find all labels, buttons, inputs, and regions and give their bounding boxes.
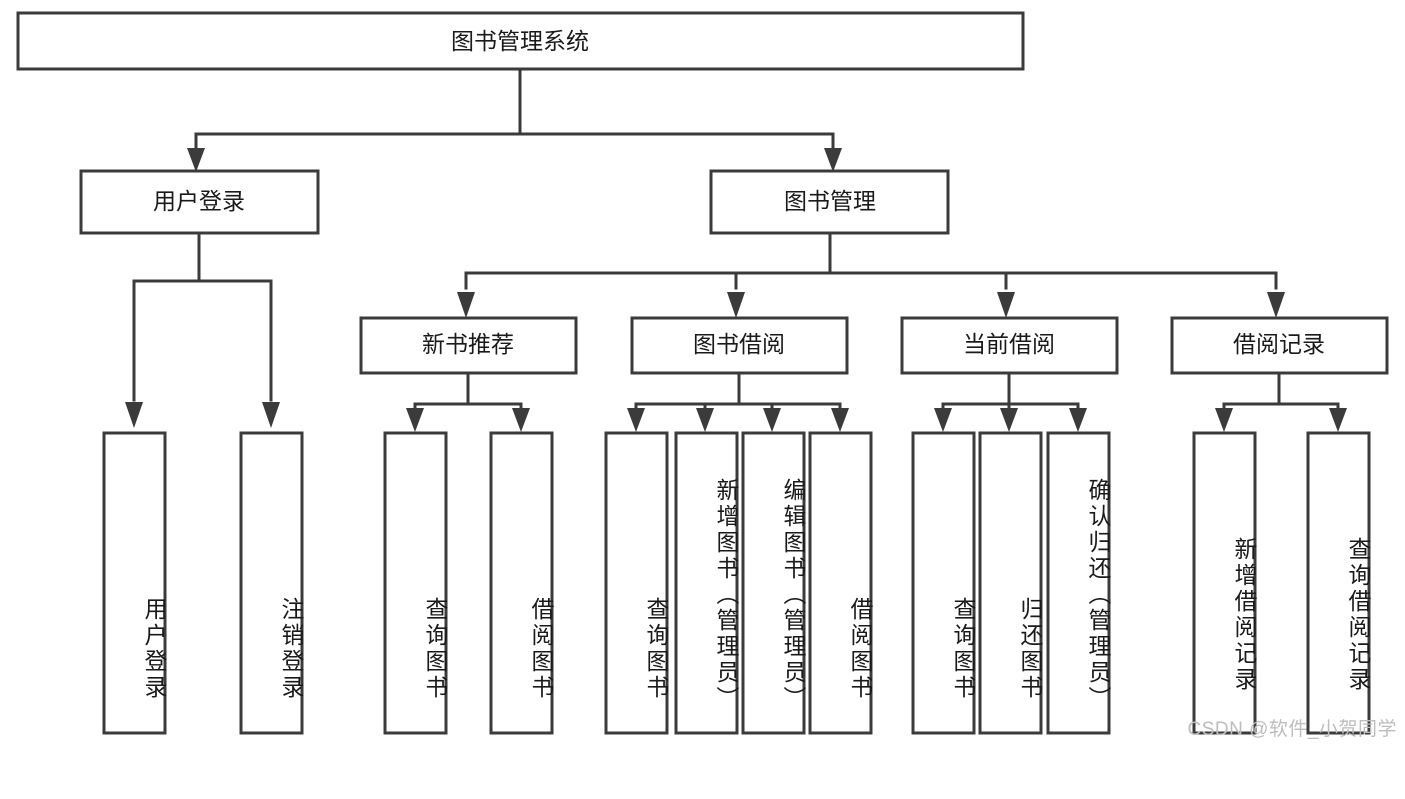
node-book-management-label: 图书管理 [784, 188, 876, 214]
node-leaf-query-record-box [1306, 431, 1371, 735]
arrowhead-leaf-logout [262, 402, 280, 428]
node-new-book-recommend-label: 新书推荐 [422, 331, 514, 357]
arrowhead-leaf-borrow-book-2 [831, 408, 849, 432]
node-leaf-edit-book-box[interactable] [741, 431, 806, 735]
node-root-label: 图书管理系统 [451, 28, 589, 54]
arrowhead-leaf-query-record [1329, 408, 1347, 432]
arrowhead-leaf-query-book-3 [934, 408, 952, 432]
node-root-box[interactable] [16, 11, 1025, 71]
node-user-login-label: 用户登录 [153, 188, 245, 214]
arrowhead-leaf-query-book-2 [627, 408, 645, 432]
arrowhead-leaf-add-book [696, 408, 714, 432]
arrowhead-new-book-recommend [457, 292, 475, 318]
node-leaf-borrow-book-1-box[interactable] [489, 431, 554, 735]
node-leaf-query-book-3-box[interactable] [911, 431, 976, 735]
arrowhead-leaf-add-record [1215, 408, 1233, 432]
arrowhead-user-login [187, 148, 205, 172]
arrowhead-leaf-user-login [125, 402, 143, 428]
node-leaf-confirm-return-box[interactable] [1046, 431, 1111, 735]
node-new-book-recommend-box[interactable] [359, 316, 578, 375]
arrowhead-leaf-return-book [1000, 408, 1018, 432]
node-leaf-query-book-1-box[interactable] [383, 431, 448, 735]
node-leaf-logout-box[interactable] [239, 431, 304, 735]
arrowhead-leaf-confirm-return [1069, 408, 1087, 432]
arrowhead-book-management [824, 148, 842, 172]
arrowhead-borrow-record [1267, 292, 1285, 318]
node-leaf-borrow-book-2-box[interactable] [808, 431, 873, 735]
node-current-borrow-label: 当前借阅 [963, 331, 1055, 357]
node-book-borrow-box[interactable] [630, 316, 849, 375]
node-leaf-add-record-box[interactable] [1192, 431, 1257, 735]
node-leaf-query-book-2-box[interactable] [604, 431, 669, 735]
node-borrow-record-label: 借阅记录 [1233, 331, 1325, 357]
node-leaf-user-login-box[interactable] [102, 431, 167, 735]
node-borrow-record-box[interactable] [1170, 316, 1389, 375]
nodes: 图书管理系统 用户登录 图书管理 新书推荐 图书借阅 当前借阅 借阅记录 [16, 11, 1389, 735]
node-leaf-return-book-box[interactable] [978, 431, 1043, 735]
arrowhead-book-borrow [727, 292, 745, 318]
node-user-login-box[interactable] [79, 169, 320, 235]
arrowhead-leaf-edit-book [763, 408, 781, 432]
csdn-watermark: CSDN @软件_小贺同学 [1187, 719, 1397, 740]
node-book-borrow-label: 图书借阅 [693, 331, 785, 357]
arrowhead-leaf-borrow-book-1 [512, 408, 530, 432]
flowchart-svg: 图书管理系统 用户登录 图书管理 新书推荐 图书借阅 当前借阅 借阅记录 [16, 11, 1389, 735]
arrowhead-leaf-query-book-1 [406, 408, 424, 432]
node-book-management-box[interactable] [709, 169, 950, 235]
flowchart-canvas: 图书管理系统 用户登录 图书管理 新书推荐 图书借阅 当前借阅 借阅记录 [16, 11, 1397, 740]
node-current-borrow-box[interactable] [900, 316, 1119, 375]
connectors [125, 67, 1347, 432]
node-leaf-add-book-box[interactable] [674, 431, 739, 735]
arrowhead-current-borrow [997, 292, 1015, 318]
